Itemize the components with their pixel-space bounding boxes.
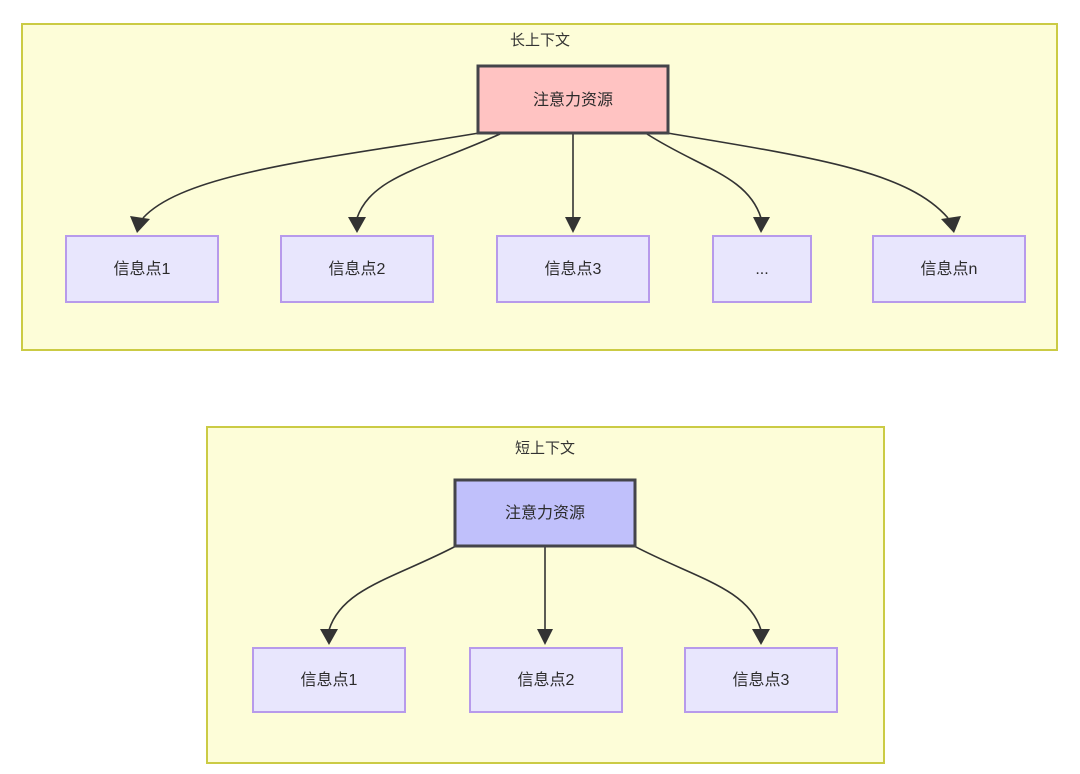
edge-focus-short-to-info3-arrowhead [752, 629, 770, 645]
node-info-long-1[interactable]: 信息点1 [65, 235, 219, 303]
node-info-long-n[interactable]: 信息点n [872, 235, 1026, 303]
edge-focus-to-info2-arrowhead [348, 217, 366, 233]
edges-short-context [320, 545, 770, 645]
node-info-long-2-rect[interactable] [280, 235, 434, 303]
edge-focus-short-to-info1-arrowhead [320, 629, 338, 645]
edge-focus-to-info1-arrowhead [130, 216, 150, 233]
node-info-short-1-rect[interactable] [252, 647, 406, 713]
node-info-long-n-rect[interactable] [872, 235, 1026, 303]
edge-focus-short-to-info1 [328, 545, 457, 631]
node-info-long-ellipsis-rect[interactable] [712, 235, 812, 303]
node-info-long-1-rect[interactable] [65, 235, 219, 303]
node-focus-short[interactable]: 注意力资源 [453, 478, 637, 548]
node-info-long-2[interactable]: 信息点2 [280, 235, 434, 303]
edge-focus-to-ellipsis-arrowhead [753, 217, 770, 233]
edge-focus-to-info3-arrowhead [565, 217, 581, 233]
node-info-long-3-rect[interactable] [496, 235, 650, 303]
node-focus-long-label: 注意力资源 [533, 90, 613, 109]
edge-focus-short-to-info2-arrowhead [537, 629, 553, 645]
node-info-short-2-label: 信息点2 [518, 671, 575, 689]
node-info-short-3-label: 信息点3 [733, 671, 790, 689]
group-long-context: 长上下文 注意力资源 信息 [21, 23, 1058, 351]
node-focus-short-label: 注意力资源 [505, 503, 585, 522]
node-info-long-1-label: 信息点1 [114, 260, 171, 278]
node-info-short-2[interactable]: 信息点2 [469, 647, 623, 713]
group-short-context-title: 短上下文 [515, 440, 575, 457]
node-info-short-3[interactable]: 信息点3 [684, 647, 838, 713]
group-long-context-title: 长上下文 [510, 32, 570, 49]
node-focus-long[interactable]: 注意力资源 [476, 64, 670, 135]
edge-focus-to-infon-arrowhead [941, 216, 961, 233]
edges-long-context [130, 132, 961, 233]
node-info-short-1[interactable]: 信息点1 [252, 647, 406, 713]
node-focus-short-rect[interactable] [453, 478, 637, 548]
edge-focus-to-ellipsis [646, 133, 762, 219]
node-info-short-1-label: 信息点1 [301, 671, 358, 689]
edge-focus-to-info2 [356, 133, 501, 219]
edge-focus-short-to-info3 [633, 545, 762, 631]
edge-focus-to-infon [666, 132, 949, 219]
node-info-short-2-rect[interactable] [469, 647, 623, 713]
node-info-long-2-label: 信息点2 [329, 260, 386, 278]
node-info-long-3[interactable]: 信息点3 [496, 235, 650, 303]
edge-focus-to-info1 [142, 132, 480, 219]
node-info-short-3-rect[interactable] [684, 647, 838, 713]
node-info-long-ellipsis[interactable]: ... [712, 235, 812, 303]
node-focus-long-rect[interactable] [476, 64, 670, 135]
node-info-long-n-label: 信息点n [921, 260, 978, 278]
node-info-long-ellipsis-label: ... [755, 261, 768, 278]
group-short-context: 短上下文 注意力资源 信息点1 信息点 [206, 426, 885, 764]
node-info-long-3-label: 信息点3 [545, 260, 602, 278]
